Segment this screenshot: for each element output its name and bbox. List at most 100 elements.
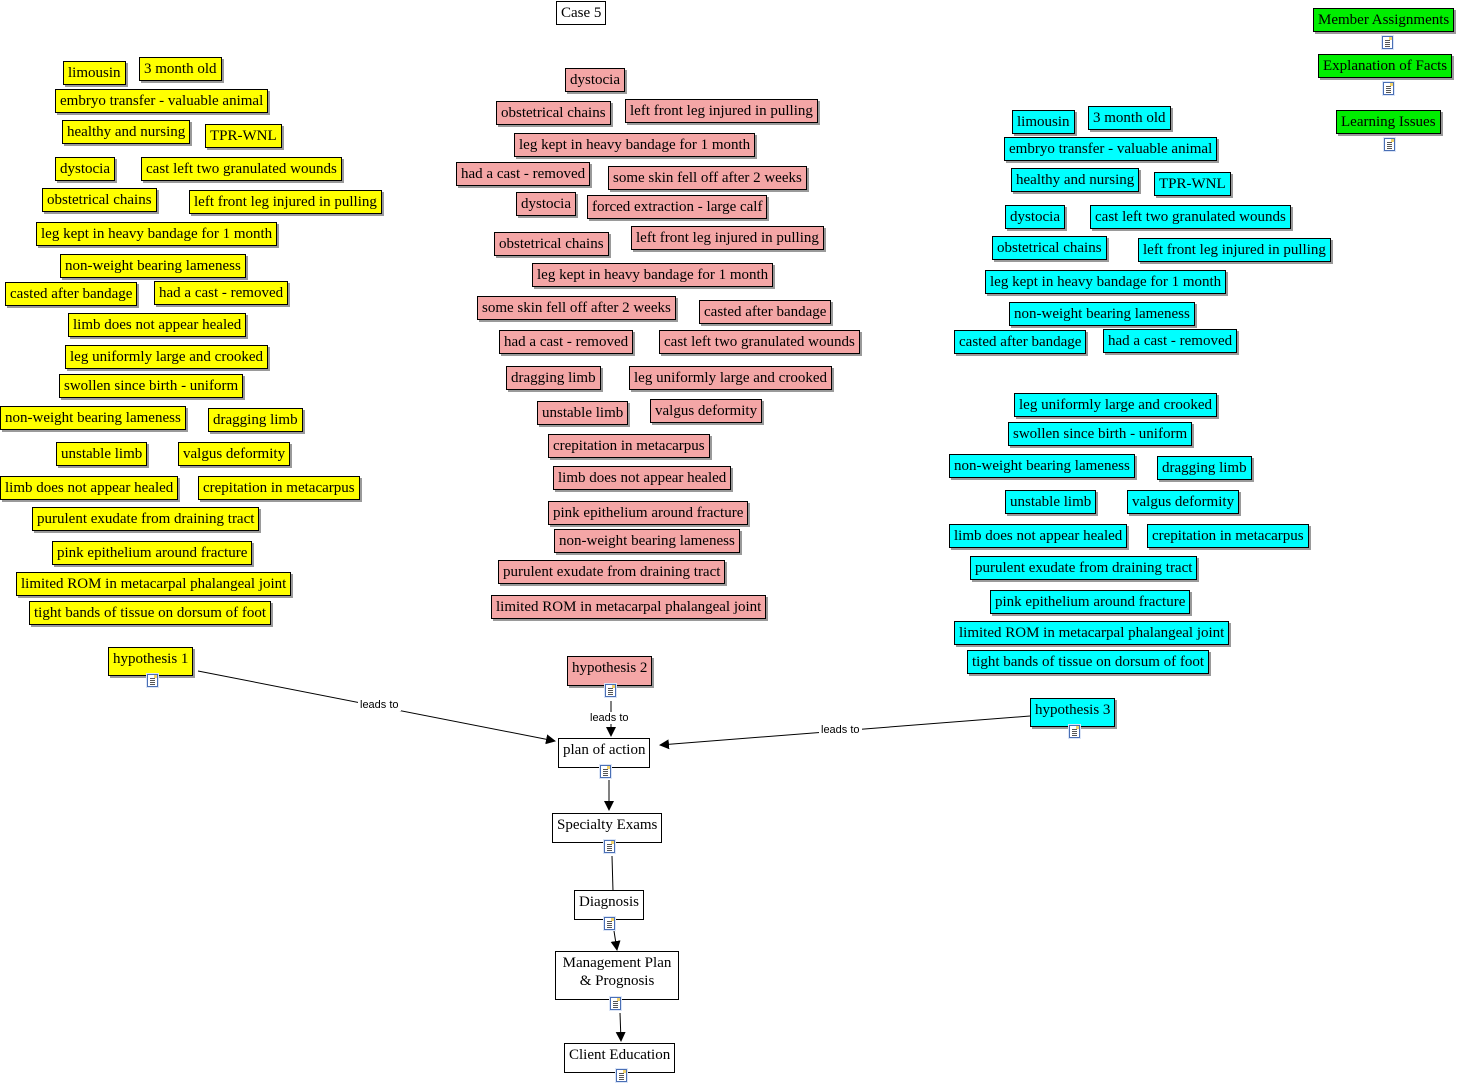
fact-node-pink[interactable]: obstetrical chains bbox=[494, 232, 609, 256]
fact-node-cyan[interactable]: dystocia bbox=[1005, 205, 1065, 229]
fact-node-yellow[interactable]: cast left two granulated wounds bbox=[141, 157, 342, 181]
diagnosis-node[interactable]: Diagnosis bbox=[574, 890, 644, 920]
fact-node-pink[interactable]: valgus deformity bbox=[650, 399, 763, 423]
hypothesis-1-node[interactable]: hypothesis 1 bbox=[108, 647, 194, 676]
fact-node-cyan[interactable]: valgus deformity bbox=[1127, 490, 1240, 514]
fact-node-yellow[interactable]: dragging limb bbox=[208, 408, 303, 432]
fact-node-pink[interactable]: left front leg injured in pulling bbox=[631, 226, 824, 250]
fact-node-yellow[interactable]: limb does not appear healed bbox=[68, 313, 247, 337]
fact-node-yellow[interactable]: limousin bbox=[63, 61, 126, 85]
fact-node-cyan[interactable]: pink epithelium around fracture bbox=[990, 590, 1191, 614]
fact-node-yellow[interactable]: healthy and nursing bbox=[62, 120, 191, 144]
fact-node-yellow[interactable]: casted after bandage bbox=[5, 282, 138, 306]
fact-node-yellow[interactable]: embryo transfer - valuable animal bbox=[55, 89, 269, 113]
fact-node-yellow[interactable]: crepitation in metacarpus bbox=[198, 476, 360, 500]
management-plan-node[interactable]: Management Plan & Prognosis bbox=[555, 951, 679, 1000]
learning-issues-node[interactable]: Learning Issues bbox=[1336, 110, 1441, 134]
fact-node-yellow[interactable]: non-weight bearing lameness bbox=[0, 406, 186, 430]
fact-node-cyan[interactable]: dragging limb bbox=[1157, 456, 1252, 480]
fact-node-cyan[interactable]: limb does not appear healed bbox=[949, 524, 1128, 548]
fact-node-cyan[interactable]: cast left two granulated wounds bbox=[1090, 205, 1291, 229]
member-assignments-node[interactable]: Member Assignments bbox=[1313, 8, 1455, 32]
fact-node-yellow[interactable]: limited ROM in metacarpal phalangeal joi… bbox=[16, 572, 292, 596]
fact-node-yellow[interactable]: left front leg injured in pulling bbox=[189, 190, 382, 214]
plan-of-action-node[interactable]: plan of action bbox=[558, 738, 651, 768]
document-icon[interactable] bbox=[604, 917, 615, 930]
document-icon[interactable] bbox=[1383, 82, 1394, 95]
fact-node-yellow[interactable]: TPR-WNL bbox=[205, 124, 282, 148]
fact-node-cyan[interactable]: left front leg injured in pulling bbox=[1138, 238, 1331, 262]
document-icon[interactable] bbox=[1382, 36, 1393, 49]
fact-node-cyan[interactable]: unstable limb bbox=[1005, 490, 1097, 514]
document-icon[interactable] bbox=[1384, 138, 1395, 151]
fact-node-pink[interactable]: forced extraction - large calf bbox=[587, 195, 768, 219]
fact-node-cyan[interactable]: embryo transfer - valuable animal bbox=[1004, 137, 1218, 161]
fact-node-cyan[interactable]: had a cast - removed bbox=[1103, 329, 1238, 353]
document-icon[interactable] bbox=[604, 840, 615, 853]
fact-node-cyan[interactable]: obstetrical chains bbox=[992, 236, 1107, 260]
document-icon[interactable] bbox=[616, 1069, 627, 1082]
document-icon[interactable] bbox=[147, 674, 158, 687]
document-icon[interactable] bbox=[610, 997, 621, 1010]
fact-node-yellow[interactable]: pink epithelium around fracture bbox=[52, 541, 253, 565]
fact-node-yellow[interactable]: valgus deformity bbox=[178, 442, 291, 466]
fact-node-pink[interactable]: obstetrical chains bbox=[496, 101, 611, 125]
fact-node-yellow[interactable]: purulent exudate from draining tract bbox=[32, 507, 260, 531]
fact-node-pink[interactable]: unstable limb bbox=[537, 401, 629, 425]
fact-node-pink[interactable]: non-weight bearing lameness bbox=[554, 529, 740, 553]
fact-node-cyan[interactable]: swollen since birth - uniform bbox=[1008, 422, 1193, 446]
fact-node-cyan[interactable]: 3 month old bbox=[1088, 106, 1171, 130]
fact-node-cyan[interactable]: tight bands of tissue on dorsum of foot bbox=[967, 650, 1210, 674]
fact-node-yellow[interactable]: tight bands of tissue on dorsum of foot bbox=[29, 601, 272, 625]
fact-node-yellow[interactable]: swollen since birth - uniform bbox=[59, 374, 244, 398]
fact-node-cyan[interactable]: non-weight bearing lameness bbox=[1009, 302, 1195, 326]
document-icon[interactable] bbox=[1069, 725, 1080, 738]
fact-node-pink[interactable]: had a cast - removed bbox=[456, 162, 591, 186]
fact-node-yellow[interactable]: had a cast - removed bbox=[154, 281, 289, 305]
hypothesis-2-node[interactable]: hypothesis 2 bbox=[567, 656, 653, 686]
management-plan-line2: & Prognosis bbox=[579, 973, 655, 989]
fact-node-yellow[interactable]: non-weight bearing lameness bbox=[60, 254, 246, 278]
fact-node-pink[interactable]: limb does not appear healed bbox=[553, 466, 732, 490]
fact-node-pink[interactable]: some skin fell off after 2 weeks bbox=[477, 296, 676, 320]
fact-node-yellow[interactable]: limb does not appear healed bbox=[0, 476, 179, 500]
fact-node-cyan[interactable]: limited ROM in metacarpal phalangeal joi… bbox=[954, 621, 1230, 645]
specialty-exams-node[interactable]: Specialty Exams bbox=[552, 813, 663, 843]
fact-node-yellow[interactable]: leg kept in heavy bandage for 1 month bbox=[36, 222, 278, 246]
fact-node-cyan[interactable]: casted after bandage bbox=[954, 330, 1087, 354]
document-icon[interactable] bbox=[600, 765, 611, 778]
fact-node-cyan[interactable]: non-weight bearing lameness bbox=[949, 454, 1135, 478]
explanation-of-facts-node[interactable]: Explanation of Facts bbox=[1318, 54, 1453, 78]
fact-node-yellow[interactable]: unstable limb bbox=[56, 442, 148, 466]
fact-node-cyan[interactable]: leg kept in heavy bandage for 1 month bbox=[985, 270, 1227, 294]
hypothesis-3-node[interactable]: hypothesis 3 bbox=[1030, 698, 1116, 727]
fact-node-yellow[interactable]: obstetrical chains bbox=[42, 188, 157, 212]
fact-node-cyan[interactable]: limousin bbox=[1012, 110, 1075, 134]
fact-node-cyan[interactable]: healthy and nursing bbox=[1011, 168, 1140, 192]
fact-node-pink[interactable]: crepitation in metacarpus bbox=[548, 434, 710, 458]
fact-node-pink[interactable]: dystocia bbox=[565, 68, 625, 92]
fact-node-cyan[interactable]: leg uniformly large and crooked bbox=[1014, 393, 1217, 417]
fact-node-pink[interactable]: casted after bandage bbox=[699, 300, 832, 324]
document-icon[interactable] bbox=[605, 684, 616, 697]
fact-node-yellow[interactable]: leg uniformly large and crooked bbox=[65, 345, 268, 369]
link-diagnosis-management bbox=[610, 930, 621, 951]
fact-node-cyan[interactable]: crepitation in metacarpus bbox=[1147, 524, 1309, 548]
fact-node-pink[interactable]: dystocia bbox=[516, 192, 576, 216]
fact-node-pink[interactable]: leg uniformly large and crooked bbox=[629, 366, 832, 390]
client-education-node[interactable]: Client Education bbox=[564, 1043, 676, 1073]
fact-node-yellow[interactable]: dystocia bbox=[55, 157, 115, 181]
fact-node-pink[interactable]: purulent exudate from draining tract bbox=[498, 560, 726, 584]
fact-node-pink[interactable]: had a cast - removed bbox=[499, 330, 634, 354]
fact-node-pink[interactable]: left front leg injured in pulling bbox=[625, 99, 818, 123]
fact-node-pink[interactable]: leg kept in heavy bandage for 1 month bbox=[532, 263, 774, 287]
fact-node-cyan[interactable]: purulent exudate from draining tract bbox=[970, 556, 1198, 580]
fact-node-pink[interactable]: leg kept in heavy bandage for 1 month bbox=[514, 133, 756, 157]
fact-node-pink[interactable]: cast left two granulated wounds bbox=[659, 330, 860, 354]
fact-node-pink[interactable]: some skin fell off after 2 weeks bbox=[608, 166, 807, 190]
fact-node-yellow[interactable]: 3 month old bbox=[139, 57, 222, 81]
fact-node-pink[interactable]: dragging limb bbox=[506, 366, 601, 390]
fact-node-cyan[interactable]: TPR-WNL bbox=[1154, 172, 1231, 196]
fact-node-pink[interactable]: pink epithelium around fracture bbox=[548, 501, 749, 525]
fact-node-pink[interactable]: limited ROM in metacarpal phalangeal joi… bbox=[491, 595, 767, 619]
